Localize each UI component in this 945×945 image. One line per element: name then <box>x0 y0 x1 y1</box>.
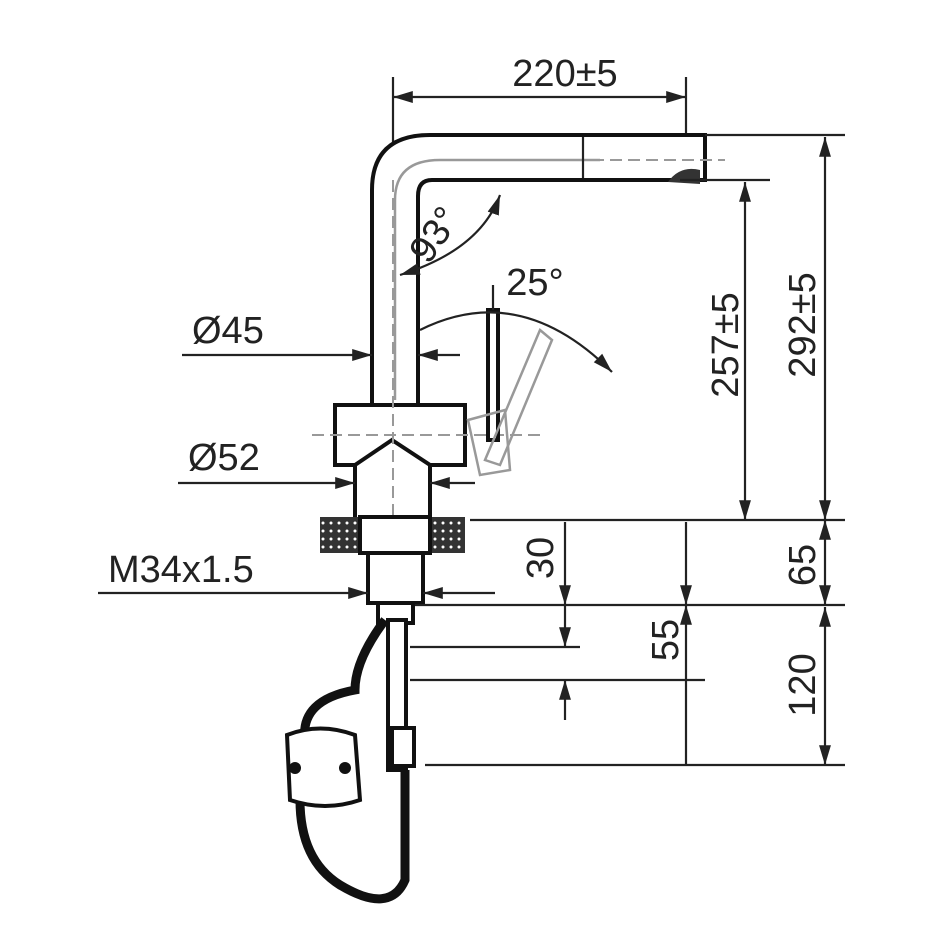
total-height-label: 292±5 <box>782 272 824 377</box>
lever-angle-label: 25° <box>506 262 563 304</box>
hose-max-label: 120 <box>782 653 824 716</box>
reach-dimension: 220±5 <box>391 53 688 160</box>
column-diameter-label: Ø45 <box>192 310 264 352</box>
reach-label: 220±5 <box>512 53 617 95</box>
counter-min-label: 30 <box>520 537 562 579</box>
base-diameter-label: Ø52 <box>188 437 260 479</box>
thread-label: M34x1.5 <box>108 549 254 591</box>
hose-min-label: 55 <box>645 619 687 661</box>
connector-box <box>284 726 363 808</box>
spout-height-label: 257±5 <box>705 292 747 397</box>
faucet-body <box>312 133 845 600</box>
counter-max-label: 65 <box>782 544 824 586</box>
